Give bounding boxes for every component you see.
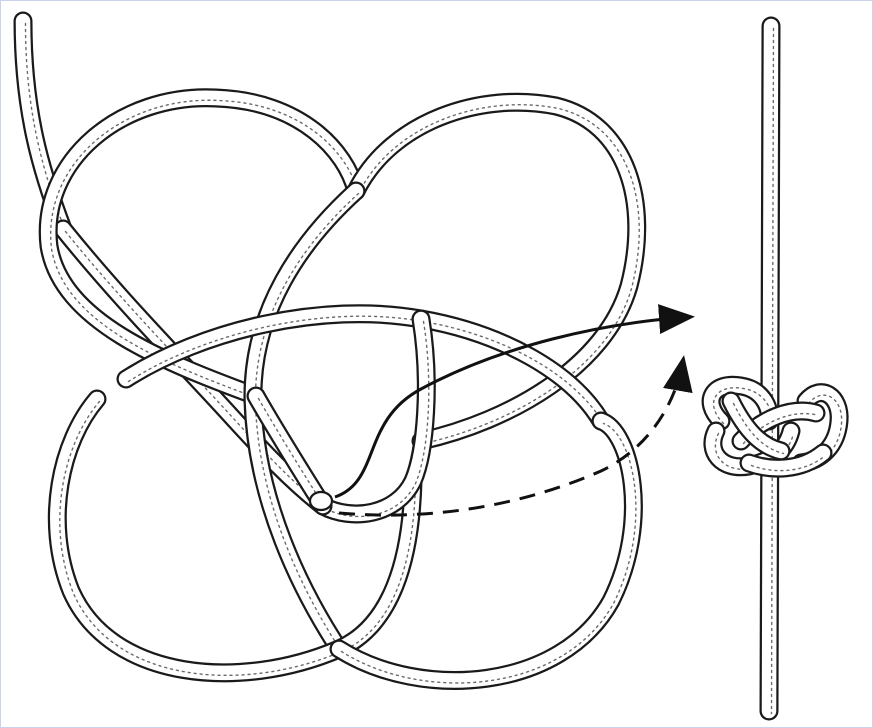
rope-shading <box>342 424 636 683</box>
inner-crossing-arc <box>323 319 429 516</box>
standing-line <box>769 26 774 714</box>
lower-right-loop <box>339 421 636 683</box>
rope-outline <box>356 102 637 441</box>
knot-construction-panel <box>23 21 639 683</box>
rope-body <box>323 319 426 514</box>
rope-shading <box>359 105 640 444</box>
working-end-cap <box>310 492 332 510</box>
rope-body <box>356 102 637 441</box>
finished-knot-panel <box>711 26 842 714</box>
rope-body <box>57 399 413 673</box>
rope-body <box>769 26 771 711</box>
rope-shading <box>326 322 429 517</box>
upper-right-loop <box>356 102 639 443</box>
lower-left-loop <box>57 399 415 675</box>
rope-outline <box>339 421 633 680</box>
